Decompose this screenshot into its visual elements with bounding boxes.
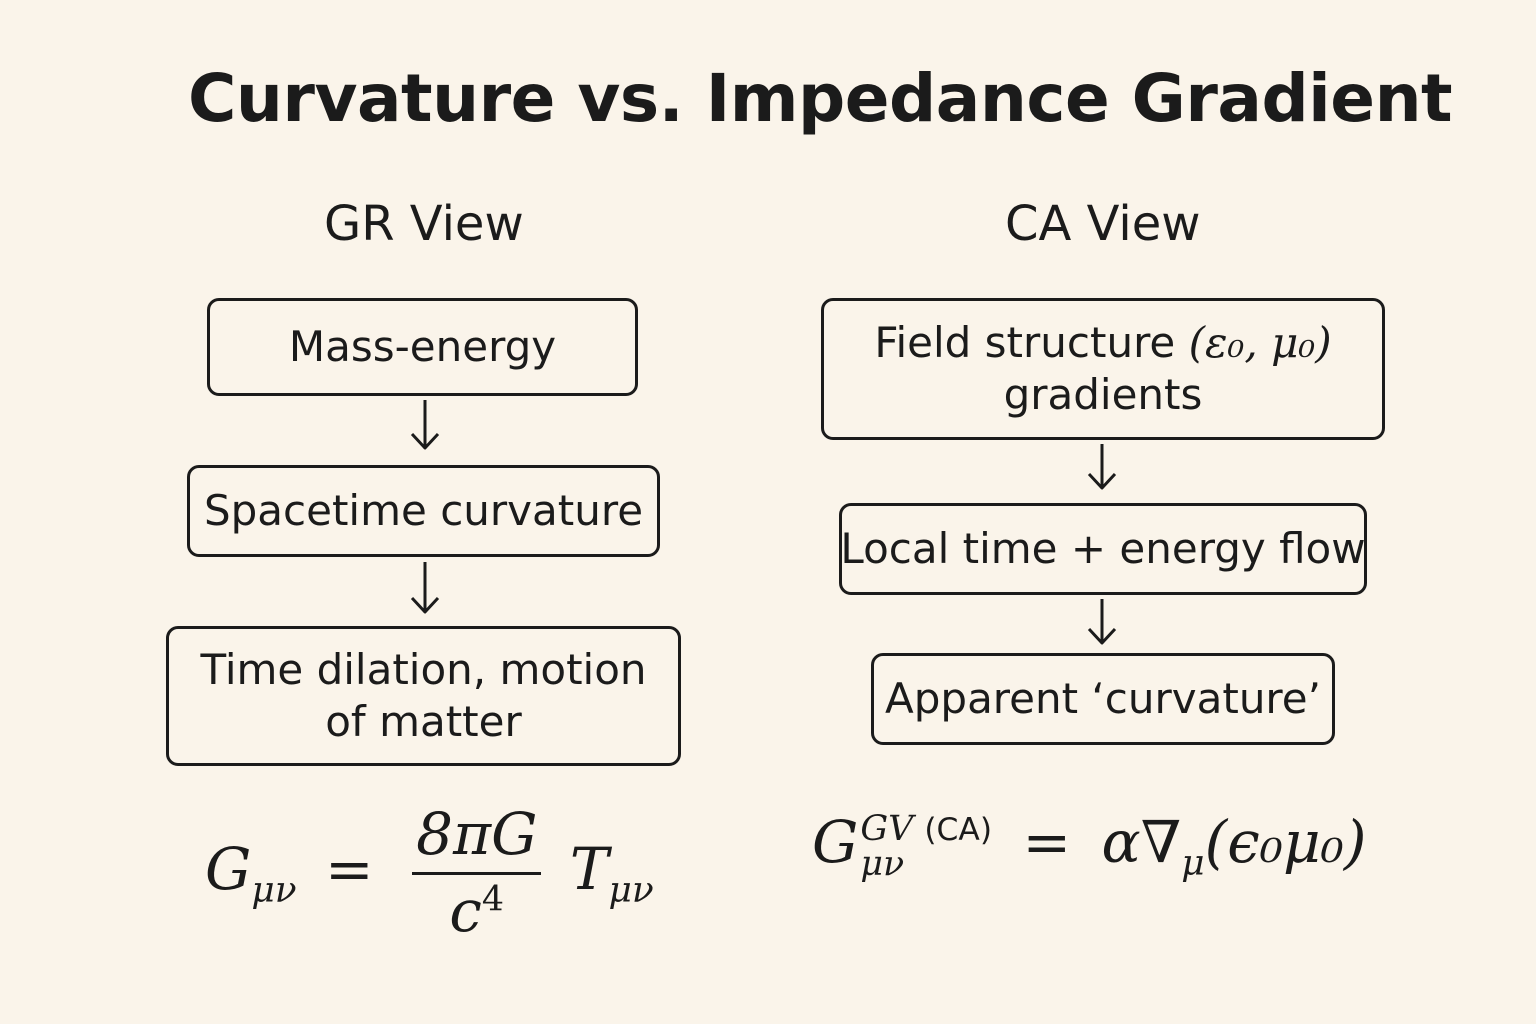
ca-eq-rhs-arg: (ϵ₀μ₀)	[1204, 808, 1367, 876]
gr-eq-denominator-group: c4	[412, 875, 541, 945]
gr-eq-rhs: T	[569, 834, 609, 903]
ca-box-local-time-label: Local time + energy flow	[840, 523, 1366, 573]
ca-eq-lhs: G	[812, 808, 859, 876]
ca-box-local-time: Local time + energy flow	[839, 503, 1367, 595]
gr-eq-denominator: c	[449, 877, 482, 945]
gr-view-heading: GR View	[324, 196, 524, 252]
gr-box-mass-energy: Mass-energy	[207, 298, 638, 396]
arrow-down-icon	[1087, 444, 1117, 490]
ca-eq-lhs-sup-tag: (CA)	[924, 812, 993, 849]
ca-box-field-structure: Field structure (ε₀, μ₀) gradients	[821, 298, 1385, 440]
arrow-down-icon	[410, 562, 440, 614]
ca-box-field-structure-line2: gradients	[1003, 370, 1203, 419]
gr-box-time-dilation-line2: of matter	[325, 697, 522, 746]
gr-eq-lhs-sub: μν	[251, 869, 297, 911]
gr-eq-fraction: 8πG c4	[412, 800, 542, 945]
ca-box-field-structure-math: (ε₀, μ₀)	[1188, 317, 1332, 367]
gr-box-spacetime-curvature: Spacetime curvature	[187, 465, 660, 557]
gr-eq-numerator: 8πG	[412, 800, 542, 875]
ca-view-heading: CA View	[1005, 196, 1201, 252]
gr-field-equation: Gμν = 8πG c4 Tμν	[205, 800, 654, 945]
ca-box-field-structure-line1: Field structure (ε₀, μ₀)	[874, 317, 1331, 370]
gr-eq-denominator-power: 4	[481, 879, 505, 920]
ca-eq-equals: =	[1022, 808, 1072, 876]
ca-eq-rhs-prefix: α∇	[1101, 808, 1182, 876]
gr-box-time-dilation: Time dilation, motion of matter	[166, 626, 681, 766]
gr-box-time-dilation-line1: Time dilation, motion	[200, 644, 647, 694]
gr-eq-lhs: G	[205, 834, 252, 903]
ca-eq-lhs-scripts: GV (CA)μν	[860, 812, 992, 882]
arrow-down-icon	[410, 400, 440, 450]
gr-box-mass-energy-label: Mass-energy	[288, 321, 557, 371]
page-title: Curvature vs. Impedance Gradient	[188, 60, 1453, 137]
ca-eq-lhs-sup: GV	[860, 809, 914, 850]
ca-eq-lhs-sub: μν	[860, 843, 905, 884]
gr-eq-rhs-sub: μν	[608, 869, 654, 911]
gr-box-spacetime-curvature-label: Spacetime curvature	[203, 485, 644, 535]
ca-eq-lhs-sup-group: GV (CA)	[860, 812, 992, 847]
ca-box-apparent-curvature: Apparent ‘curvature’	[871, 653, 1335, 745]
arrow-down-icon	[1087, 599, 1117, 645]
gr-eq-equals: =	[325, 834, 374, 903]
ca-box-field-structure-label: Field structure	[874, 317, 1176, 367]
ca-box-apparent-curvature-label: Apparent ‘curvature’	[885, 673, 1321, 723]
ca-eq-rhs-sub: μ	[1181, 842, 1205, 884]
